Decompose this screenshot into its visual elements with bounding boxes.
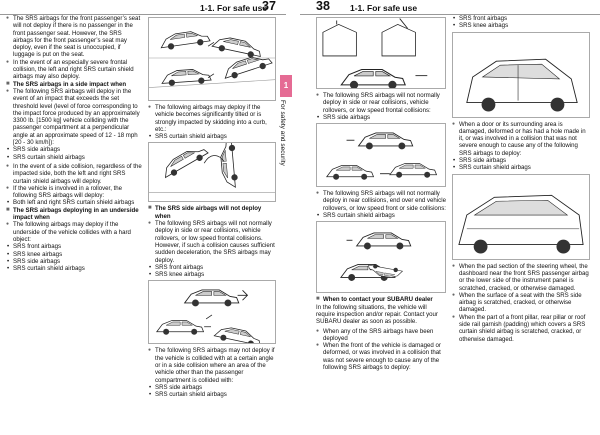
bullet-side-threshold: The following SRS airbags will deploy in… [6, 88, 142, 146]
heading-underside-impact: The SRS airbags deploying in an undersid… [6, 207, 142, 222]
right-section-title: 1-1. For safe use [350, 3, 418, 13]
bullet-door-damaged: When a door or its surrounding area is d… [452, 121, 590, 157]
list-item: SRS side airbags [316, 114, 446, 122]
list-item: SRS curtain shield airbags [452, 164, 590, 172]
list-item: SRS side airbags [148, 384, 276, 392]
chapter-side-title: For safety and security [279, 100, 286, 166]
column-2: The following airbags may deploy if the … [148, 15, 276, 399]
list-item: SRS front airbags [452, 15, 590, 23]
bullet-side-collision: In the event of a side collision, regard… [6, 163, 142, 185]
list-item: SRS knee airbags [6, 251, 142, 259]
column-4: SRS front airbags SRS knee airbags When … [452, 15, 590, 343]
left-page-number: 37 [262, 0, 276, 13]
list-item: SRS front airbags [148, 264, 276, 272]
bullet-pillar-damaged: When the part of a front pillar, rear pi… [452, 314, 590, 343]
heading-side-airbags-not-deploy: The SRS side airbags will not deploy whe… [148, 205, 276, 220]
illustration-side-rear-impacts [316, 17, 446, 89]
bullet-no-deploy-front: The following SRS airbags will not norma… [148, 220, 276, 264]
left-section-title: 1-1. For safe use [200, 3, 268, 13]
bullet-front-damaged: When the front of the vehicle is damaged… [316, 342, 446, 371]
bullet-severe-frontal: In the event of an especially severe fro… [6, 59, 142, 81]
bullet-seat-damaged: When the surface of a seat with the SRS … [452, 292, 590, 314]
left-page-header: 1-1. For safe use 37 [0, 0, 286, 15]
list-item: Both left and right SRS curtain shield a… [6, 199, 142, 207]
list-item: SRS curtain shield airbags [6, 154, 142, 162]
bullet-side-airbag-no-deploy: The following SRS airbags will not norma… [316, 92, 446, 114]
paragraph-inspection: In the following situations, the vehicle… [316, 303, 438, 326]
right-page-number: 38 [316, 0, 330, 13]
bullet-underside: The following airbags may deploy if the … [6, 221, 142, 243]
list-item: SRS curtain shield airbags [148, 391, 276, 399]
list-item: SRS front airbags [6, 243, 142, 251]
bullet-curtain-no-deploy: The following SRS airbags will not norma… [316, 190, 446, 212]
bullet-passenger-seat: The SRS airbags for the front passenger’… [6, 15, 142, 59]
list-item: SRS knee airbags [452, 22, 590, 30]
right-page-header: 38 1-1. For safe use [300, 0, 600, 15]
list-item: SRS knee airbags [148, 271, 276, 279]
heading-contact-dealer: When to contact your SUBARU dealer [316, 296, 446, 304]
bullet-pad-damaged: When the pad section of the steering whe… [452, 263, 590, 292]
chapter-tab[interactable]: 1 [280, 75, 292, 97]
illustration-pad-damage [452, 173, 590, 260]
bullet-tilted-vehicle: The following airbags may deploy if the … [148, 104, 276, 133]
illustration-curb-skid [148, 17, 276, 101]
list-item: SRS curtain shield airbags [6, 265, 142, 273]
bullet-airbags-deployed: When any of the SRS airbags have been de… [316, 328, 446, 343]
list-item: SRS curtain shield airbags [148, 133, 276, 141]
list-item: SRS side airbags [6, 258, 142, 266]
illustration-rollover [148, 142, 276, 203]
list-item: SRS side airbags [6, 146, 142, 154]
list-item: SRS curtain shield airbags [316, 212, 446, 220]
list-item: SRS side airbags [452, 157, 590, 165]
column-3: The following SRS airbags will not norma… [316, 15, 446, 371]
illustration-collisions [148, 280, 276, 345]
illustration-rear-collision [316, 221, 446, 294]
heading-side-impact: The SRS airbags in a side impact when [6, 81, 142, 89]
bullet-angle-collision: The following SRS airbags may not deploy… [148, 347, 276, 383]
bullet-rollover: If the vehicle is involved in a rollover… [6, 185, 142, 200]
illustration-door-damage [452, 31, 590, 118]
column-1: The SRS airbags for the front passenger’… [6, 15, 142, 273]
illustration-low-speed [316, 123, 446, 188]
